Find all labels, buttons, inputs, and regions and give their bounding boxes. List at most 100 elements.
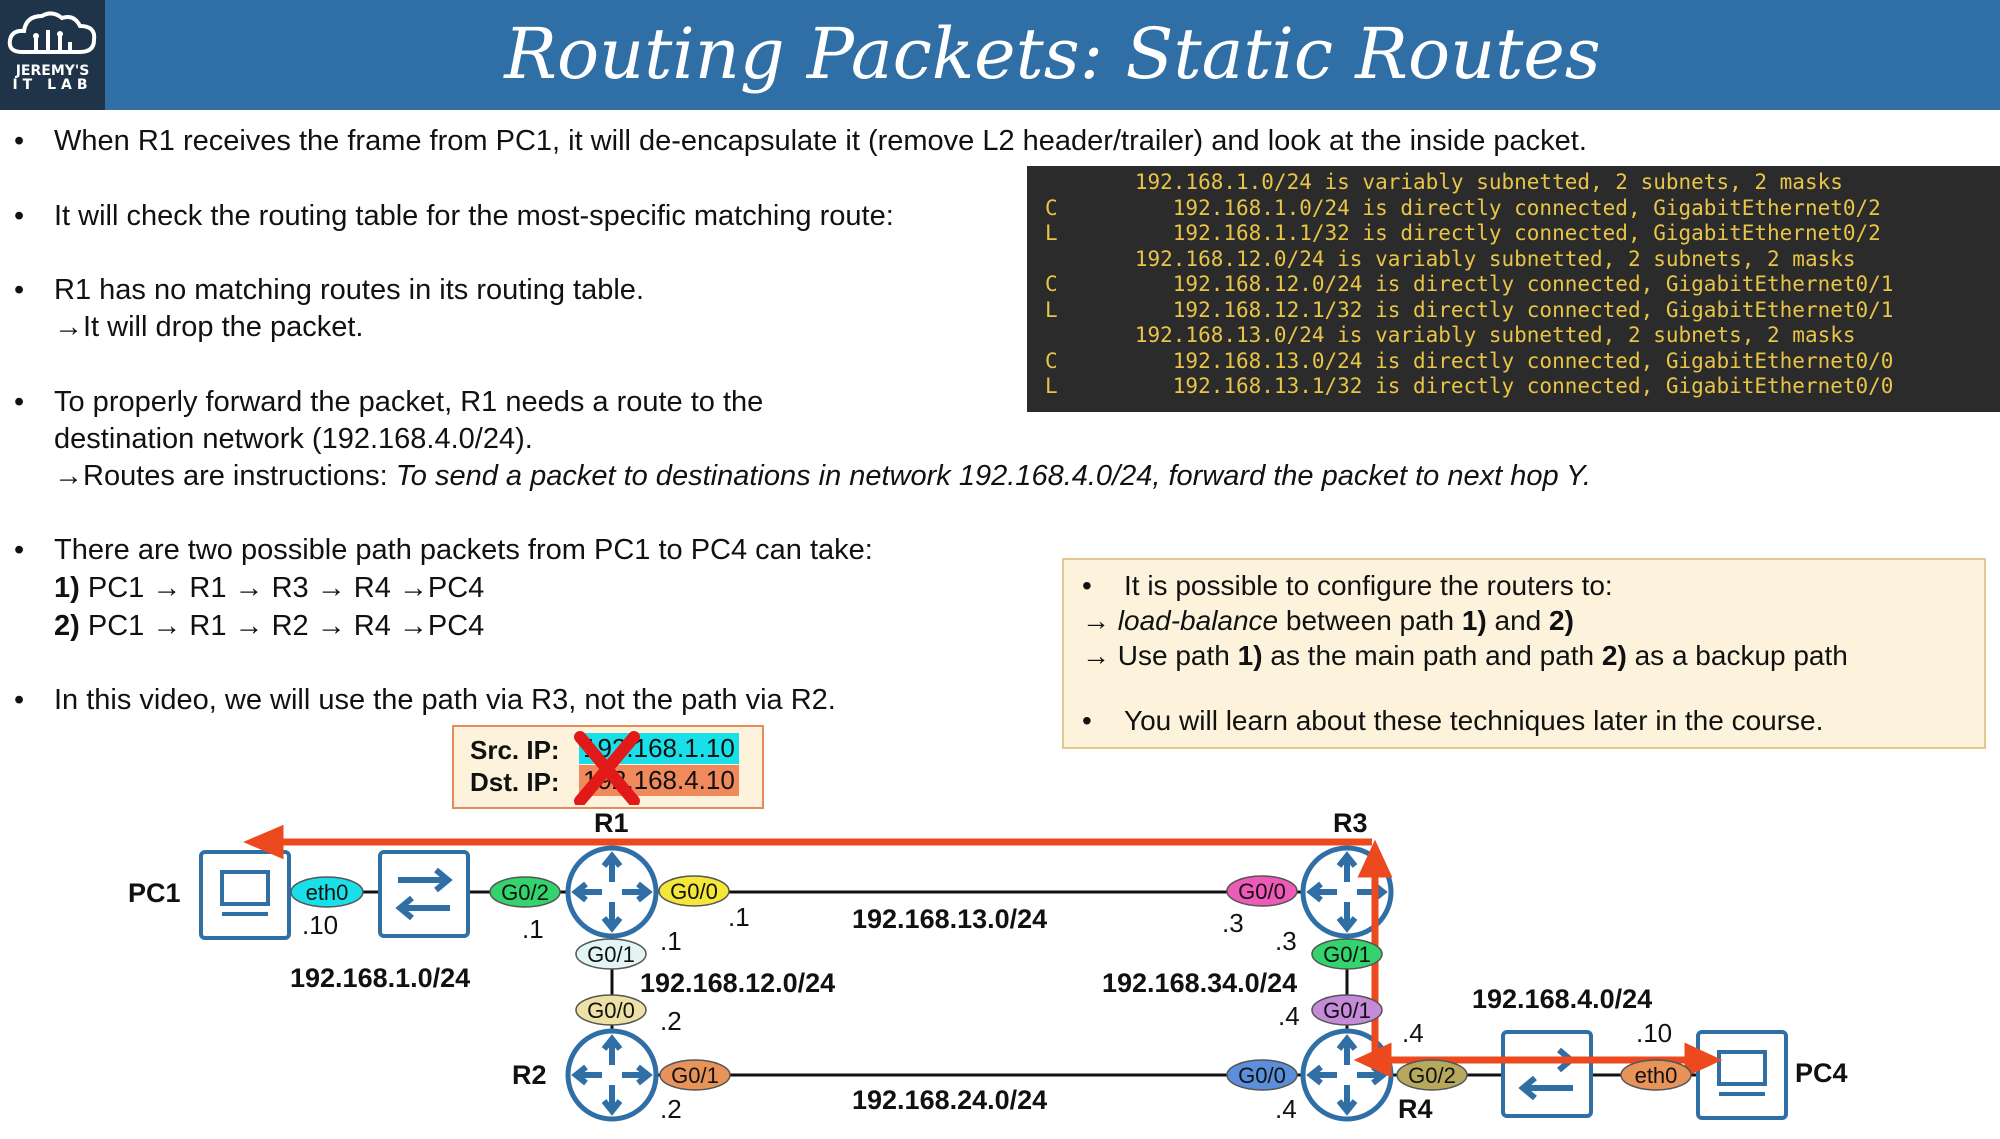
note-path-2: 2) (1549, 605, 1574, 636)
r3-label: R3 (1333, 808, 1368, 838)
bullet-dot: • (14, 534, 25, 566)
router-r1-icon (565, 845, 659, 939)
r3-g00-label: G0/0 (1238, 879, 1286, 904)
path-2-text: PC1 → R1 → R2 → R4 →PC4 (87, 610, 485, 642)
routes-prefix: →Routes are instructions: (54, 460, 396, 492)
bullet-dot: • (14, 125, 25, 157)
arrow: → (1082, 640, 1110, 671)
note-line-1: It is possible to configure the routers … (1124, 570, 1613, 601)
routing-table-row: C 192.168.12.0/24 is directly connected,… (1045, 272, 1893, 297)
route-text: 192.168.1.0/24 is variably subnetted, 2 … (1059, 170, 1843, 194)
pc1-eth0-badge (290, 876, 364, 908)
network-topology: eth0 G0/2 G0/0 G0/1 G0/0 G0/1 G0/0 G0/1 … (128, 808, 1848, 1124)
pc1-eth0-label: eth0 (306, 880, 349, 905)
pc4-eth0-label: eth0 (1635, 1063, 1678, 1088)
drop-x-icon (574, 731, 640, 805)
r4-g01-label: G0/1 (1323, 998, 1371, 1023)
r4-g00-badge (1226, 1059, 1298, 1091)
packet-header-box: Src. IP: 192.168.1.10 Dst. IP: 192.168.4… (452, 725, 764, 809)
note-line-2-mid: between path (1278, 605, 1462, 636)
route-text: 192.168.1.0/24 is directly connected, Gi… (1059, 195, 1881, 220)
net-192-168-4: 192.168.4.0/24 (1472, 984, 1652, 1014)
bullet-need-route-1: To properly forward the packet, R1 needs… (54, 386, 764, 418)
r1-g01-label: G0/1 (587, 942, 635, 967)
bullet-path-via-r3: In this video, we will use the path via … (54, 684, 836, 716)
interface-badges (290, 875, 1692, 1091)
bullet-routing-check: It will check the routing table for the … (54, 200, 894, 232)
note-path-1: 1) (1461, 605, 1487, 636)
arrowhead-pc4 (1684, 1042, 1723, 1078)
net-192-168-12: 192.168.12.0/24 (640, 968, 835, 998)
bullet-no-match: R1 has no matching routes in its routing… (54, 274, 644, 306)
interface-labels: eth0 G0/2 G0/0 G0/1 G0/0 G0/1 G0/0 G0/1 … (306, 879, 1678, 1088)
title-bar: JEREMY'S IT LAB Routing Packets: Static … (0, 0, 2000, 110)
note-backup-path: 2) (1601, 640, 1627, 671)
note-bullet-dot: • (1082, 705, 1092, 736)
routing-table-row: L 192.168.13.1/32 is directly connected,… (1045, 374, 1893, 399)
pc1-host: .10 (302, 910, 338, 940)
pc4-eth0-badge (1620, 1059, 1692, 1091)
routing-table-row: 192.168.13.0/24 is variably subnetted, 2… (1045, 323, 1856, 348)
path-2-number: 2) (54, 610, 80, 642)
r4-g02-label: G0/2 (1408, 1063, 1456, 1088)
path-2: 2) PC1 → R1 → R2 → R4 →PC4 (54, 608, 484, 645)
route-code: L (1045, 297, 1058, 322)
r1-g02-badge (489, 876, 561, 908)
logo-text: JEREMY'S IT LAB (0, 64, 105, 92)
routes-instruction-italic: To send a packet to destinations in netw… (395, 460, 1591, 492)
routing-table-output: 192.168.1.0/24 is variably subnetted, 2 … (1027, 166, 2000, 412)
path-1: 1) PC1 → R1 → R3 → R4 →PC4 (54, 570, 484, 607)
routing-table-row: C 192.168.1.0/24 is directly connected, … (1045, 196, 1881, 221)
r1-g00-label: G0/0 (670, 879, 718, 904)
r4-g01-host: .4 (1278, 1001, 1300, 1031)
note-line-3-mid: as the main path and path (1262, 640, 1602, 671)
route-text: 192.168.13.0/24 is directly connected, G… (1059, 348, 1894, 373)
bullet-dot: • (14, 386, 25, 418)
note-line-3-post: as a backup path (1626, 640, 1848, 671)
path-1-text: PC1 → R1 → R3 → R4 →PC4 (87, 572, 485, 604)
r4-label: R4 (1398, 1094, 1433, 1124)
r4-g02-host: .4 (1402, 1018, 1424, 1048)
path-1-number: 1) (54, 572, 80, 604)
r4-g01-badge (1311, 994, 1383, 1026)
logo-line-2: IT LAB (12, 77, 93, 93)
note-line-4: You will learn about these techniques la… (1124, 705, 1824, 736)
route-text: 192.168.1.1/32 is directly connected, Gi… (1059, 221, 1881, 245)
note-main-path: 1) (1237, 640, 1263, 671)
pc4-label: PC4 (1795, 1058, 1848, 1088)
routing-table-row: L 192.168.1.1/32 is directly connected, … (1045, 221, 1881, 246)
load-balance-text: load-balance (1117, 605, 1279, 636)
r1-label: R1 (594, 808, 629, 838)
net-192-168-13: 192.168.13.0/24 (852, 904, 1047, 934)
r3-g01-badge (1311, 938, 1383, 970)
routing-table-row: L 192.168.12.1/32 is directly connected,… (1045, 298, 1893, 323)
r3-g01-label: G0/1 (1323, 942, 1371, 967)
r3-g00-host: .3 (1222, 908, 1244, 938)
r2-label: R2 (512, 1060, 547, 1090)
note-line-3: → Use path 1) as the main path and path … (1082, 640, 1848, 672)
load-balance-note: • It is possible to configure the router… (1062, 558, 1986, 749)
bullet-dot: • (14, 274, 25, 306)
r2-g00-host: .2 (660, 1006, 682, 1036)
dst-ip-label: Dst. IP: (470, 767, 560, 797)
jeremys-it-lab-logo: JEREMY'S IT LAB (0, 0, 105, 110)
r2-g00-badge (575, 994, 647, 1026)
net-192-168-34: 192.168.34.0/24 (1102, 968, 1297, 998)
pc4-icon (1696, 1030, 1788, 1120)
bullet-dot: • (14, 200, 25, 232)
r3-g01-host: .3 (1275, 926, 1297, 956)
src-ip-label: Src. IP: (470, 735, 560, 765)
r2-g01-badge (659, 1059, 731, 1091)
bullet-routes-instructions: →Routes are instructions: To send a pack… (54, 458, 1591, 495)
pc1-label: PC1 (128, 878, 181, 908)
r2-g00-label: G0/0 (587, 998, 635, 1023)
cloud-icon (7, 11, 97, 54)
route-code: C (1045, 195, 1058, 220)
r4-g00-host: .4 (1275, 1094, 1297, 1124)
route-text: 192.168.13.1/32 is directly connected, G… (1059, 374, 1894, 398)
page-title: Routing Packets: Static Routes (504, 13, 1601, 95)
net-192-168-24: 192.168.24.0/24 (852, 1085, 1047, 1115)
routing-table-row: 192.168.12.0/24 is variably subnetted, 2… (1045, 247, 1856, 272)
bullet-frame-decap: When R1 receives the frame from PC1, it … (54, 125, 1587, 157)
route-text: 192.168.13.0/24 is variably subnetted, 2… (1059, 323, 1856, 347)
